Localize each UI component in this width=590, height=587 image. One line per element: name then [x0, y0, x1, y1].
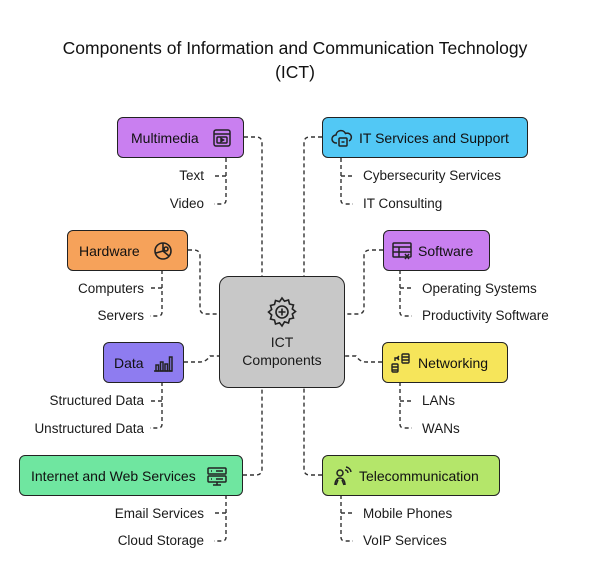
leaf-productivity-software: Productivity Software	[422, 308, 549, 323]
node-internet-label: Internet and Web Services	[31, 467, 196, 484]
leaf-servers: Servers	[97, 308, 144, 323]
node-data[interactable]: Data	[103, 342, 184, 383]
leaf-connector-multimedia	[214, 158, 227, 205]
node-data-label: Data	[114, 354, 144, 371]
node-networking[interactable]: Networking	[382, 342, 508, 383]
node-software-label: Software	[418, 242, 474, 259]
bar-chart-icon	[152, 352, 174, 374]
connector-internet	[243, 388, 263, 476]
connector-data	[184, 355, 219, 363]
node-it-services[interactable]: IT Services and Support	[322, 117, 528, 158]
software-icon	[391, 240, 413, 262]
hardware-icon	[152, 240, 174, 262]
center-label-line-1: ICT	[270, 334, 294, 350]
center-label-line-2: Components	[242, 352, 322, 368]
center-node[interactable]: ICT Components	[219, 276, 345, 388]
node-multimedia[interactable]: Multimedia	[117, 117, 244, 158]
leaf-connector-telecom	[340, 495, 353, 542]
leaf-connector-data	[150, 382, 163, 429]
server-icon	[206, 465, 228, 487]
leaf-cybersecurity: Cybersecurity Services	[363, 168, 502, 183]
diagram-title: Components of Information and Communicat…	[0, 36, 590, 84]
leaf-lans: LANs	[422, 393, 456, 408]
leaf-cloud-storage: Cloud Storage	[117, 533, 204, 548]
antenna-person-icon	[331, 465, 353, 487]
node-software[interactable]: Software	[383, 230, 490, 271]
node-internet-web-services[interactable]: Internet and Web Services	[19, 455, 243, 496]
node-networking-label: Networking	[418, 354, 489, 371]
leaf-mobile-phones: Mobile Phones	[363, 506, 453, 521]
node-hardware[interactable]: Hardware	[67, 230, 188, 271]
leaf-connector-it-services	[340, 158, 353, 205]
leaf-connector-networking	[399, 382, 412, 429]
leaf-unstructured-data: Unstructured Data	[34, 421, 144, 436]
connector-hardware	[188, 249, 219, 315]
leaf-connector-internet	[214, 495, 227, 542]
leaf-structured-data: Structured Data	[49, 393, 144, 408]
media-icon	[211, 127, 233, 149]
center-label: ICT Components	[242, 333, 321, 369]
gear-plus-icon	[265, 295, 299, 329]
node-multimedia-label: Multimedia	[131, 129, 199, 146]
node-telecom-label: Telecommunication	[359, 467, 479, 484]
connector-it-services	[303, 136, 322, 276]
connector-multimedia	[244, 136, 263, 276]
title-line-2: (ICT)	[275, 62, 315, 82]
leaf-computers: Computers	[77, 281, 144, 296]
leaf-video: Video	[169, 196, 204, 211]
leaf-it-consulting: IT Consulting	[363, 196, 443, 211]
leaf-operating-systems: Operating Systems	[422, 281, 537, 296]
connector-telecom	[303, 388, 322, 476]
connector-software	[345, 249, 383, 315]
cloud-support-icon	[331, 127, 353, 149]
leaf-email-services: Email Services	[114, 506, 204, 521]
leaf-voip-services: VoIP Services	[363, 533, 447, 548]
leaf-text: Text	[179, 168, 204, 183]
node-hardware-label: Hardware	[79, 242, 140, 259]
connector-networking	[345, 355, 382, 363]
node-telecommunication[interactable]: Telecommunication	[322, 455, 500, 496]
node-it-services-label: IT Services and Support	[359, 129, 509, 146]
leaf-connector-software	[399, 270, 412, 317]
leaf-connector-hardware	[150, 270, 163, 317]
leaf-wans: WANs	[422, 421, 460, 436]
title-line-1: Components of Information and Communicat…	[62, 38, 528, 58]
network-icon	[390, 352, 412, 374]
